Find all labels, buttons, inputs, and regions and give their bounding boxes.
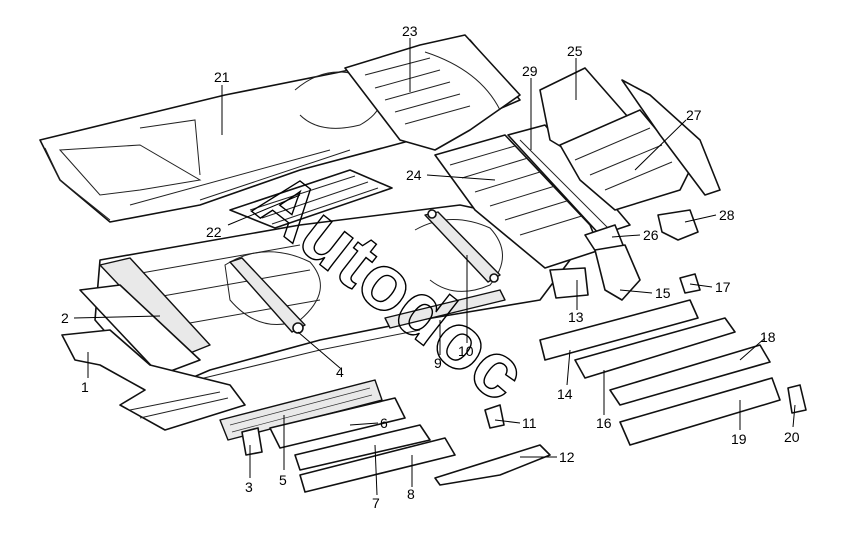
part-16-sill-inner xyxy=(574,317,736,379)
part-29-side-member xyxy=(507,124,631,236)
part-15-bracket xyxy=(594,244,641,301)
callout-5: 5 xyxy=(279,472,287,488)
callout-11: 11 xyxy=(522,415,537,431)
callout-7: 7 xyxy=(372,495,380,511)
callout-10: 10 xyxy=(458,343,474,359)
part-28-bracket xyxy=(657,209,699,241)
callout-21: 21 xyxy=(214,69,230,85)
callout-19: 19 xyxy=(731,431,747,447)
callout-18: 18 xyxy=(760,329,776,345)
part-12-bracket xyxy=(434,444,551,486)
callout-28: 28 xyxy=(719,207,735,223)
callout-labels: 1 2 3 4 5 6 7 8 9 10 11 12 13 14 15 16 1… xyxy=(61,23,800,511)
callout-4: 4 xyxy=(336,364,344,380)
callout-1: 1 xyxy=(81,379,89,395)
callout-2: 2 xyxy=(61,310,69,326)
part-7-sill-outer xyxy=(294,424,431,471)
callout-9: 9 xyxy=(434,355,442,371)
callout-24: 24 xyxy=(406,167,422,183)
part-19-sill-cover xyxy=(619,377,781,446)
part-1-front-floor-panel xyxy=(61,329,246,431)
callout-17: 17 xyxy=(715,279,731,295)
callout-26: 26 xyxy=(643,227,659,243)
leader-lines xyxy=(73,38,796,496)
part-20-clip xyxy=(787,384,807,414)
part-3-clip xyxy=(241,427,263,456)
callout-16: 16 xyxy=(596,415,612,431)
part-6-sill-inner xyxy=(269,397,406,449)
callout-14: 14 xyxy=(557,386,573,402)
callout-27: 27 xyxy=(686,107,702,123)
part-18-sill-outer xyxy=(609,344,771,406)
part-4-rail xyxy=(229,257,306,334)
part-5-sill xyxy=(219,379,383,441)
callout-6: 6 xyxy=(380,415,388,431)
part-23-boot-floor xyxy=(344,34,521,151)
callout-3: 3 xyxy=(245,479,253,495)
callout-13: 13 xyxy=(568,309,584,325)
callout-20: 20 xyxy=(784,429,800,445)
part-10-diagonal-brace xyxy=(424,209,501,283)
part-22-floor-panel xyxy=(229,169,393,229)
part-8-sill-cover xyxy=(299,437,456,493)
callout-29: 29 xyxy=(522,63,538,79)
part-14-sill xyxy=(539,299,699,361)
part-13-bracket xyxy=(549,267,589,299)
callout-12: 12 xyxy=(559,449,575,465)
part-11-clip xyxy=(484,404,505,429)
part-27-rear-floor-right xyxy=(559,79,721,211)
part-9-lateral-bar xyxy=(384,289,506,329)
callout-15: 15 xyxy=(655,285,671,301)
callout-8: 8 xyxy=(407,486,415,502)
callout-22: 22 xyxy=(206,224,222,240)
callout-23: 23 xyxy=(402,23,418,39)
part-17-clip xyxy=(679,273,701,294)
part-2-cross-member xyxy=(79,257,211,376)
callout-25: 25 xyxy=(567,43,583,59)
